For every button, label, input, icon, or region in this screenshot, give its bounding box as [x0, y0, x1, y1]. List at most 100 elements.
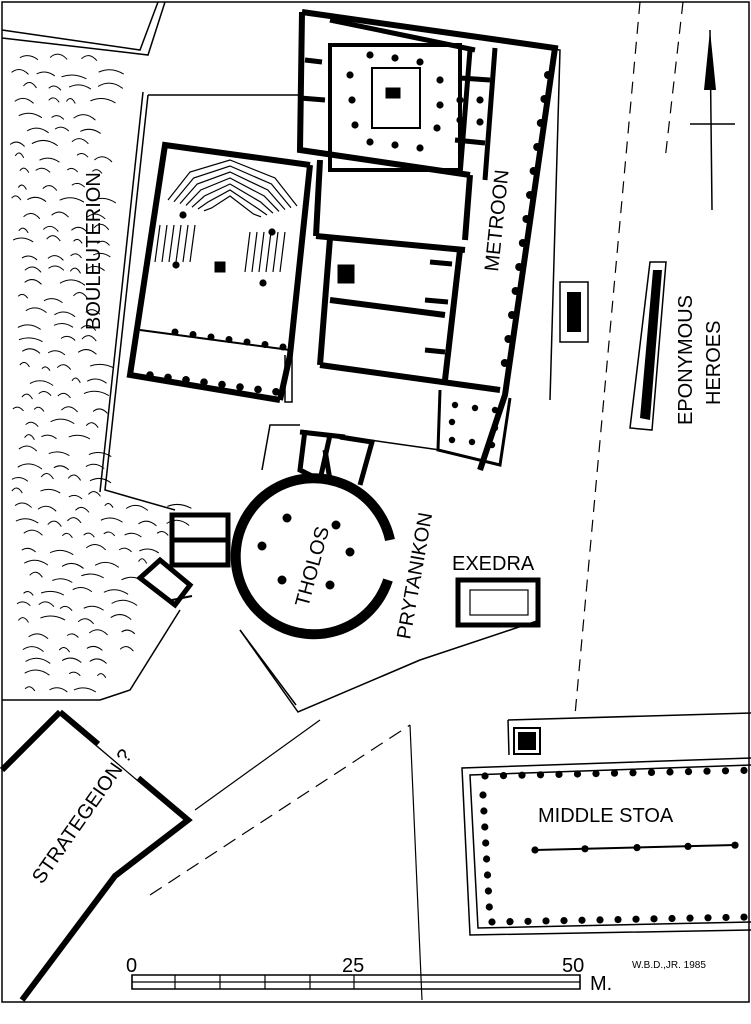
terrain-contour	[12, 237, 34, 243]
terrain-contour	[18, 445, 38, 452]
terrain-contour	[53, 465, 70, 471]
terrain-contour	[49, 549, 74, 556]
bouleuterion-seating	[154, 159, 298, 273]
terrain-contour	[85, 309, 101, 315]
terrain-contour	[87, 213, 106, 220]
scale-bar: 0 25 50 M.	[126, 955, 612, 995]
middle-stoa-building	[461, 727, 751, 936]
column-dot	[704, 914, 712, 922]
column-dot	[542, 917, 550, 925]
terrain-contour	[119, 646, 134, 652]
terrain-contour	[53, 323, 74, 328]
column-dot	[325, 580, 335, 590]
terrain-contour	[71, 226, 88, 233]
terrain-contour	[73, 114, 96, 121]
terrain-contour	[11, 195, 22, 201]
terrain-contour	[97, 240, 110, 246]
column-dot	[456, 116, 464, 124]
terrain-contour	[39, 157, 60, 163]
terrain-contour	[38, 601, 55, 607]
column-dot	[531, 846, 539, 854]
terrain-contour	[86, 265, 105, 272]
column-dot	[436, 101, 444, 109]
column-dot	[518, 771, 526, 779]
seat-row	[244, 231, 251, 273]
terrain-contour	[40, 488, 61, 494]
terrain-contour	[23, 82, 37, 89]
column-dot	[451, 401, 459, 409]
scale-tick-50: 50	[562, 955, 584, 977]
column-dot	[581, 845, 589, 853]
column-dot	[536, 771, 545, 779]
terrain-contour	[18, 337, 43, 343]
map-frame	[1, 1, 750, 1003]
column-dot	[504, 335, 513, 343]
terrain-contour	[166, 519, 190, 526]
terrain-contour	[41, 366, 51, 371]
terrain-contour	[73, 238, 83, 244]
terrain-contour	[33, 406, 45, 412]
column-dot	[481, 823, 489, 831]
terrain-contour	[18, 112, 43, 119]
terrain-contour	[90, 363, 115, 369]
strategeion-building	[0, 709, 193, 1002]
terrain-contour	[81, 55, 98, 62]
column-dot	[668, 914, 676, 923]
bouleuterion-colonnade	[146, 211, 287, 396]
terrain-contour	[48, 265, 65, 271]
terrain-contour	[104, 503, 114, 509]
column-dot	[448, 418, 456, 426]
terrain-contour	[26, 127, 49, 134]
terrain-contour	[61, 532, 73, 539]
scale-tick-0: 0	[126, 955, 137, 977]
terrain-contour	[29, 571, 43, 578]
seat-row	[191, 183, 274, 214]
column-dot	[416, 58, 424, 66]
terrain-contour	[61, 657, 82, 663]
terrain-contour	[88, 491, 101, 497]
tholos-building	[136, 429, 395, 640]
terrain-contour	[9, 141, 25, 147]
terrain-contour	[71, 182, 85, 188]
terrain-contour	[67, 474, 82, 481]
column-dot	[540, 95, 549, 103]
label-heroes: HEROES	[703, 321, 725, 405]
terrain-contour	[103, 589, 129, 595]
terrain-contour	[19, 361, 30, 368]
terrain-contour	[73, 292, 88, 299]
terrain-contour	[90, 98, 116, 104]
scale-tick-25: 25	[342, 955, 364, 977]
terrain-contour	[83, 390, 110, 396]
terrain-contour	[24, 686, 36, 692]
terrain-contour	[37, 505, 57, 512]
terrain-contour	[14, 152, 25, 159]
author-credit: W.B.D.,JR. 1985	[632, 960, 706, 971]
column-dot	[506, 918, 514, 926]
terrain-contour	[51, 211, 69, 218]
column-dot	[476, 96, 484, 104]
terrain-contour	[15, 518, 39, 524]
terrain-contour	[92, 408, 108, 414]
column-dot	[536, 119, 545, 127]
column-dot	[632, 915, 640, 923]
seat-row	[203, 195, 262, 218]
metroon-building	[296, 9, 559, 471]
terrain-contour	[49, 687, 68, 693]
label-prytanikon: PRYTANIKON	[393, 511, 437, 641]
metroon-colonnade	[346, 51, 552, 449]
terrain-contour	[47, 255, 64, 261]
terrain-contour	[85, 544, 107, 551]
terrain-contour	[40, 473, 54, 480]
terrain-contour	[49, 53, 68, 60]
middle-stoa-colonnade	[479, 766, 748, 926]
terrain-contour	[83, 532, 95, 538]
column-dot	[348, 96, 356, 104]
terrain-contour	[54, 126, 70, 132]
column-dot	[243, 338, 251, 346]
column-dot	[236, 383, 244, 391]
terrain-contour	[80, 128, 101, 134]
terrain-contour	[42, 225, 59, 232]
column-dot	[351, 121, 359, 129]
bouleuterion-building	[126, 141, 313, 403]
